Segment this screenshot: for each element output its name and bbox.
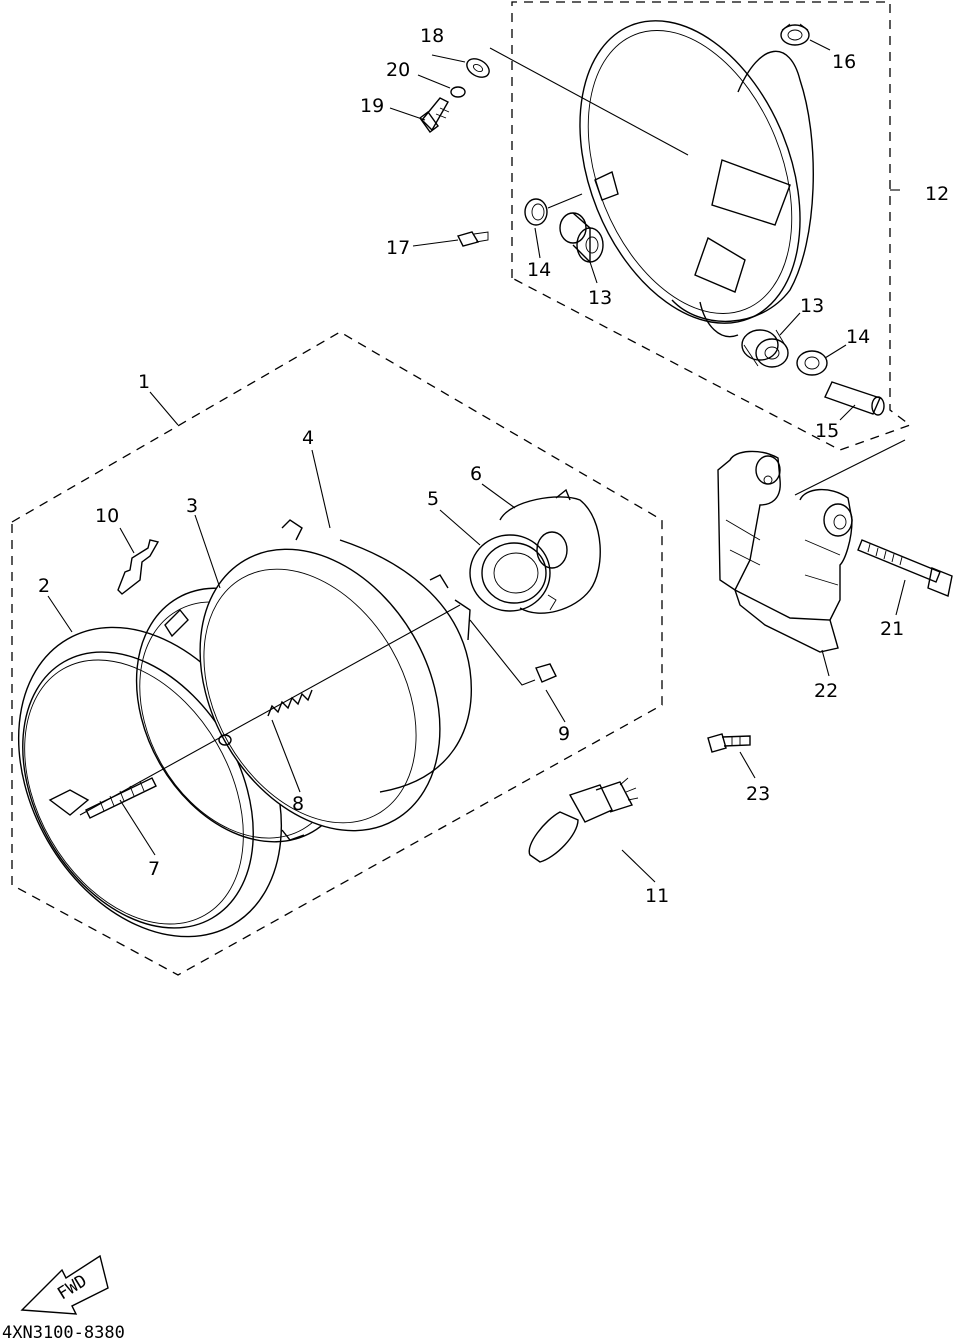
clip-10 [117, 539, 160, 595]
washer-20 [450, 86, 466, 98]
callout-23: 23 [746, 783, 770, 805]
bulb-11 [528, 777, 639, 863]
callout-4: 4 [302, 427, 314, 449]
collar-15 [824, 381, 885, 416]
callout-15: 15 [815, 420, 839, 442]
callout-17: 17 [386, 237, 410, 259]
assembly-1-boundary [11, 331, 663, 976]
callout-6: 6 [470, 463, 482, 485]
assembly-12-boundary [511, 1, 912, 451]
callout-8: 8 [292, 793, 304, 815]
callout-2: 2 [38, 575, 50, 597]
bolt-19 [419, 97, 450, 133]
lens-unit-4 [199, 519, 472, 841]
callout-22: 22 [814, 680, 838, 702]
screw-17 [456, 231, 489, 247]
leader-lines [47, 39, 906, 883]
bolt-23 [707, 733, 751, 753]
callout-12: 12 [925, 183, 949, 205]
callout-3: 3 [186, 495, 198, 517]
callout-10: 10 [95, 505, 119, 527]
damper-13-upper [559, 212, 604, 264]
diagram-code: 4XN3100-8380 [2, 1323, 125, 1341]
connector-9 [469, 619, 557, 686]
callout-labels: 1 2 3 4 5 6 7 8 9 10 11 12 13 13 14 14 1… [38, 25, 949, 907]
callout-7: 7 [148, 858, 160, 880]
callout-18: 18 [420, 25, 444, 47]
damper-13-lower [741, 329, 789, 368]
callout-13-upper: 13 [588, 287, 612, 309]
callout-21: 21 [880, 618, 904, 640]
callout-5: 5 [427, 488, 439, 510]
callout-16: 16 [832, 51, 856, 73]
grommet-16 [780, 23, 810, 46]
nut-18 [466, 58, 490, 78]
bulb-socket-6 [499, 488, 601, 614]
bolt-21 [857, 539, 953, 597]
callout-19: 19 [360, 95, 384, 117]
bracket-22 [717, 439, 906, 653]
callout-11: 11 [645, 885, 669, 907]
socket-cover-5 [469, 534, 551, 612]
collar-14-upper [524, 193, 583, 226]
fwd-arrow: FWD [20, 1254, 109, 1315]
callout-1: 1 [138, 371, 150, 393]
collar-14-lower [796, 350, 828, 376]
callout-9: 9 [558, 723, 570, 745]
headlight-case-part [489, 20, 814, 338]
callout-14-upper: 14 [527, 259, 551, 281]
callout-14-lower: 14 [846, 326, 870, 348]
spring-8 [267, 689, 313, 717]
callout-13-lower: 13 [800, 295, 824, 317]
callout-20: 20 [386, 59, 410, 81]
